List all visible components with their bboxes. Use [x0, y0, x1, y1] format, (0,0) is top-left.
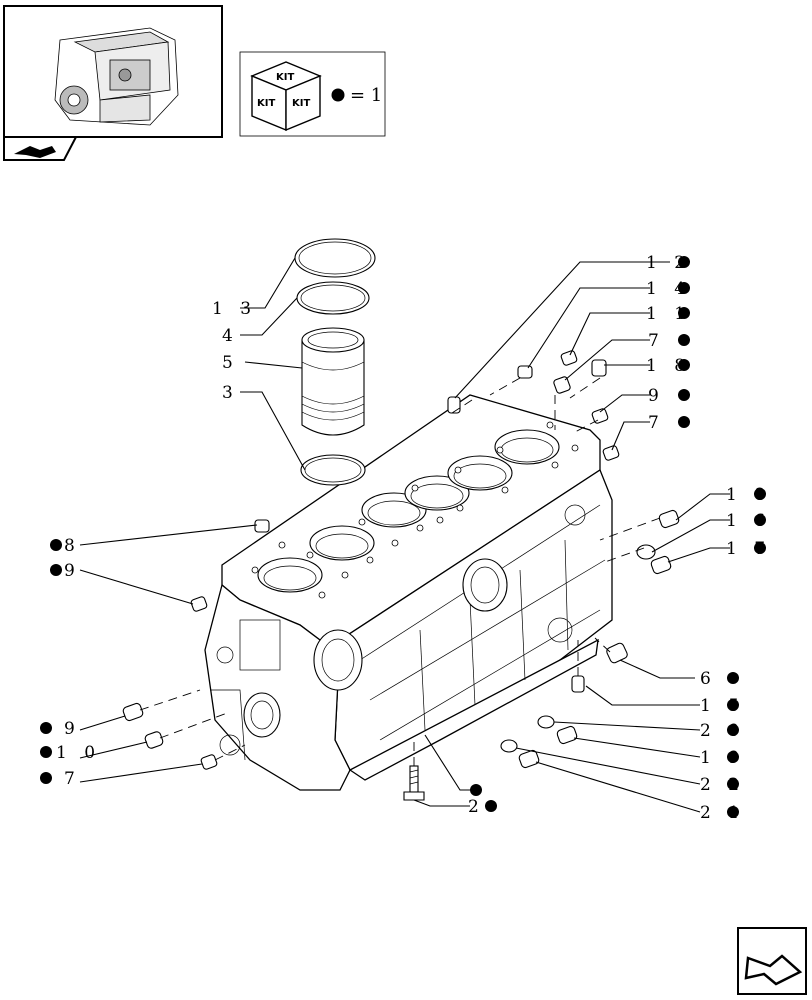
callout-c20: 2 0: [700, 721, 739, 741]
head-bolt-holes: [251, 421, 579, 599]
callout-c12: 1 2: [646, 253, 691, 273]
svg-text:1 7: 1 7: [726, 539, 771, 559]
kit-dot-icon: [678, 256, 690, 268]
kit-text-top: KIT: [276, 72, 294, 83]
engine-thumbnail[interactable]: [3, 5, 223, 138]
callout-c9a: 9: [648, 386, 690, 406]
cylinder-liner-5: [301, 327, 365, 436]
next-page-button[interactable]: [737, 927, 807, 995]
kit-dot-icon: [678, 359, 690, 371]
callout-c9b: 9: [50, 561, 81, 581]
callout-c14: 1 4: [646, 279, 691, 299]
kit-dot-icon: [40, 746, 52, 758]
kit-dot-icon: [470, 784, 482, 796]
callout-c2: 2: [468, 797, 497, 817]
kit-text-right: KIT: [292, 98, 310, 109]
callout-c8: 8: [50, 536, 81, 556]
kit-text-left: KIT: [257, 98, 275, 109]
svg-text:1 8: 1 8: [726, 485, 771, 505]
kit-dot-icon: [331, 88, 345, 102]
svg-text:2: 2: [468, 797, 485, 817]
callout-c4: 4: [222, 326, 239, 346]
svg-text:7: 7: [64, 769, 81, 789]
crank-bore: [243, 558, 508, 738]
svg-text:4: 4: [222, 326, 239, 346]
kit-dot-icon: [727, 751, 739, 763]
callout-c16: 1 6: [726, 511, 771, 531]
callout-labels: 1 2 1 4 1 1 7 1 8 9 7 1 3 4 5 3: [40, 253, 771, 823]
callout-c10: 1 0: [40, 743, 101, 763]
svg-text:9: 9: [648, 386, 665, 406]
callout-c9c: 9: [40, 719, 81, 739]
kit-dot-icon: [678, 334, 690, 346]
kit-dot-icon: [754, 488, 766, 500]
kit-dot-icon: [50, 539, 62, 551]
svg-text:9: 9: [64, 719, 81, 739]
bolt-2: [403, 765, 425, 801]
callout-c7b: 7: [648, 413, 690, 433]
svg-text:1 2: 1 2: [646, 253, 691, 273]
callout-c7a: 7: [648, 331, 690, 351]
callout-c1: [470, 784, 482, 796]
kit-dot-icon: [40, 772, 52, 784]
callout-c7c: 7: [40, 769, 81, 789]
callout-c15: 1 5: [700, 696, 739, 716]
seal-ring-3: [300, 454, 366, 486]
kit-equals-text: = 1: [350, 85, 382, 106]
callout-c6: 6: [700, 669, 739, 689]
callout-c11: 1 1: [646, 304, 691, 324]
thumbnail-tab[interactable]: [3, 136, 78, 161]
next-arrow-icon: [744, 954, 803, 986]
leader-lines: [79, 257, 730, 813]
kit-dot-icon: [50, 564, 62, 576]
kit-legend: KIT KIT KIT = 1: [239, 51, 386, 137]
svg-text:7: 7: [648, 331, 665, 351]
kit-dot-icon: [678, 416, 690, 428]
kit-dot-icon: [40, 722, 52, 734]
kit-dot-icon: [678, 389, 690, 401]
callout-c19: 1 9: [700, 748, 739, 768]
kit-dot-icon: [727, 699, 739, 711]
svg-text:1 3: 1 3: [212, 299, 257, 319]
cylinder-liner-stack: [294, 238, 376, 486]
engine-thumbnail-image: [54, 27, 179, 126]
svg-text:1 4: 1 4: [646, 279, 691, 299]
kit-dot-icon: [727, 778, 739, 790]
cylinder-bores: [257, 429, 560, 593]
kit-dot-icon: [754, 542, 766, 554]
callout-c18a: 1 8: [646, 356, 691, 376]
kit-dot-icon: [727, 724, 739, 736]
svg-text:9: 9: [64, 561, 81, 581]
callout-c17: 1 7: [726, 539, 771, 559]
kit-dot-icon: [678, 282, 690, 294]
nav-arrow-icon: [14, 146, 56, 158]
callout-c5: 5: [222, 353, 239, 373]
alignment-lines: [139, 377, 661, 766]
kit-cube-icon: KIT KIT KIT: [250, 61, 322, 132]
svg-text:6: 6: [700, 669, 717, 689]
kit-dot-icon: [727, 672, 739, 684]
svg-text:1 0: 1 0: [56, 743, 101, 763]
svg-text:1 8: 1 8: [646, 356, 691, 376]
end-face-details: [210, 504, 586, 761]
svg-text:5: 5: [222, 353, 239, 373]
svg-text:8: 8: [64, 536, 81, 556]
callout-c22: 2 2: [700, 775, 739, 795]
kit-dot-icon: [727, 806, 739, 818]
svg-text:7: 7: [648, 413, 665, 433]
engine-block: [204, 394, 613, 791]
seal-ring-4: [296, 281, 370, 315]
svg-text:1 6: 1 6: [726, 511, 771, 531]
svg-text:3: 3: [222, 383, 239, 403]
svg-text:1 1: 1 1: [646, 304, 691, 324]
callout-c13: 1 3: [212, 299, 257, 319]
kit-dot-icon: [678, 307, 690, 319]
callout-c18b: 1 8: [726, 485, 771, 505]
seal-ring-13: [294, 238, 376, 278]
callout-c3: 3: [222, 383, 239, 403]
kit-dot-icon: [754, 514, 766, 526]
kit-dot-icon: [485, 800, 497, 812]
callout-c21: 2 1: [700, 803, 739, 823]
